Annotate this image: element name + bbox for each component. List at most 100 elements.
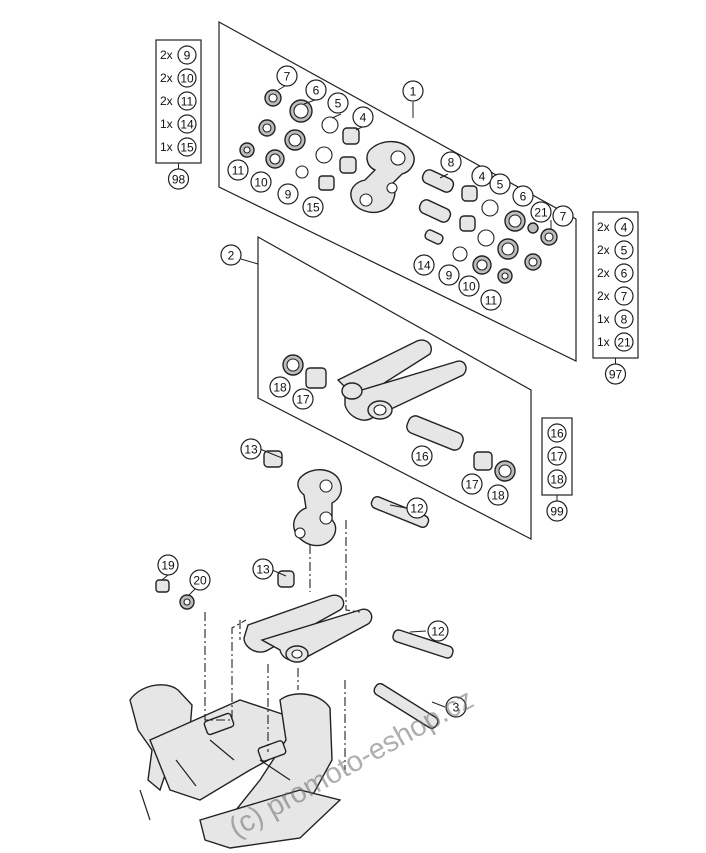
callout-20: 20: [189, 569, 211, 591]
kit-part-callout: 14: [177, 114, 197, 134]
callout-label: 11: [485, 294, 498, 308]
linkage-bearing-parts-left: [239, 89, 360, 191]
kit-qty: 2x: [160, 48, 173, 62]
kit-part-callout: 11: [177, 91, 197, 111]
kit-part-callout: 9: [177, 45, 197, 65]
leader-lines: [161, 85, 552, 708]
callout-4: 4: [352, 106, 374, 128]
kit-part-callout: 15: [177, 137, 197, 157]
callout-label: 4: [479, 170, 486, 184]
kit-part-label: 18: [550, 473, 564, 487]
assembly-lines: [204, 520, 361, 770]
callout-21: 21: [530, 201, 552, 223]
callout-6: 6: [305, 79, 327, 101]
callout-7: 7: [552, 205, 574, 227]
callout-10: 10: [250, 171, 272, 193]
kit-qty: 1x: [160, 140, 173, 154]
kit-part-label: 21: [617, 336, 631, 350]
callout-label: 13: [256, 563, 270, 577]
frame-swingarm-section: [129, 684, 342, 849]
kit-part-callout: 16: [547, 423, 567, 443]
kit-box-99: 16 17 18 99: [541, 417, 573, 522]
kit-part-label: 4: [621, 221, 628, 235]
kit-part-callout: 21: [614, 332, 634, 352]
kit-qty: 1x: [597, 335, 610, 349]
callout-label: 9: [285, 188, 292, 202]
callout-12: 12: [427, 620, 449, 642]
callout-label: 18: [491, 489, 505, 503]
kit-part-label: 8: [621, 313, 628, 327]
kit-number-label: 98: [172, 173, 186, 187]
callout-label: 2: [228, 249, 235, 263]
callout-10: 10: [458, 275, 480, 297]
callout-6: 6: [512, 185, 534, 207]
callout-label: 16: [415, 450, 429, 464]
callout-label: 1: [410, 85, 417, 99]
callout-5: 5: [489, 173, 511, 195]
callout-15: 15: [302, 196, 324, 218]
callout-label: 21: [534, 206, 548, 220]
callout-2: 2: [220, 244, 242, 266]
callout-layer: 1234455667789910101111121213131415161717…: [157, 65, 574, 718]
callout-label: 6: [520, 190, 527, 204]
callout-label: 7: [560, 210, 567, 224]
kit-number-callout: 97: [604, 363, 627, 385]
kit-part-callout: 17: [547, 446, 567, 466]
callout-12: 12: [406, 497, 428, 519]
callout-19: 19: [157, 554, 179, 576]
kit-qty: 2x: [597, 220, 610, 234]
kit-part-callout: 18: [547, 469, 567, 489]
callout-label: 3: [453, 701, 460, 715]
kit-part-label: 6: [621, 267, 628, 281]
callout-label: 7: [284, 70, 291, 84]
callout-9: 9: [277, 183, 299, 205]
linkage-bearing-parts-right: [418, 169, 558, 284]
kit-part-label: 14: [180, 118, 194, 132]
kit-part-label: 5: [621, 244, 628, 258]
kit-part-callout: 8: [614, 309, 634, 329]
kit-number-callout: 99: [546, 500, 568, 522]
kit-qty: 2x: [597, 266, 610, 280]
callout-13: 13: [252, 558, 274, 580]
callout-14: 14: [413, 254, 435, 276]
callout-label: 9: [446, 269, 453, 283]
linkage-lever-1: [350, 141, 415, 214]
callout-label: 14: [417, 259, 431, 273]
callout-label: 17: [296, 393, 310, 407]
kit-number-callout: 98: [167, 168, 190, 190]
kit-part-callout: 7: [614, 286, 634, 306]
callout-label: 5: [497, 178, 504, 192]
callout-9: 9: [438, 264, 460, 286]
callout-label: 20: [193, 574, 207, 588]
callout-8: 8: [440, 151, 462, 173]
kit-part-label: 16: [550, 427, 564, 441]
callout-label: 10: [254, 176, 268, 190]
callout-3: 3: [445, 696, 467, 718]
callout-label: 4: [360, 111, 367, 125]
kit-part-callout: 6: [614, 263, 634, 283]
callout-5: 5: [327, 92, 349, 114]
callout-label: 6: [313, 84, 320, 98]
callout-13: 13: [240, 438, 262, 460]
kit-qty: 2x: [160, 94, 173, 108]
callout-label: 17: [465, 478, 479, 492]
callout-label: 12: [410, 502, 424, 516]
kit-part-label: 7: [621, 290, 628, 304]
callout-label: 18: [273, 381, 287, 395]
callout-16: 16: [411, 445, 433, 467]
callout-17: 17: [292, 388, 314, 410]
callout-17: 17: [461, 473, 483, 495]
callout-1: 1: [402, 80, 424, 102]
callout-18: 18: [269, 376, 291, 398]
kit-qty: 1x: [597, 312, 610, 326]
callout-4: 4: [471, 165, 493, 187]
callout-18: 18: [487, 484, 509, 506]
kit-part-callout: 5: [614, 240, 634, 260]
callout-label: 8: [448, 156, 455, 170]
kit-part-callout: 4: [614, 217, 634, 237]
